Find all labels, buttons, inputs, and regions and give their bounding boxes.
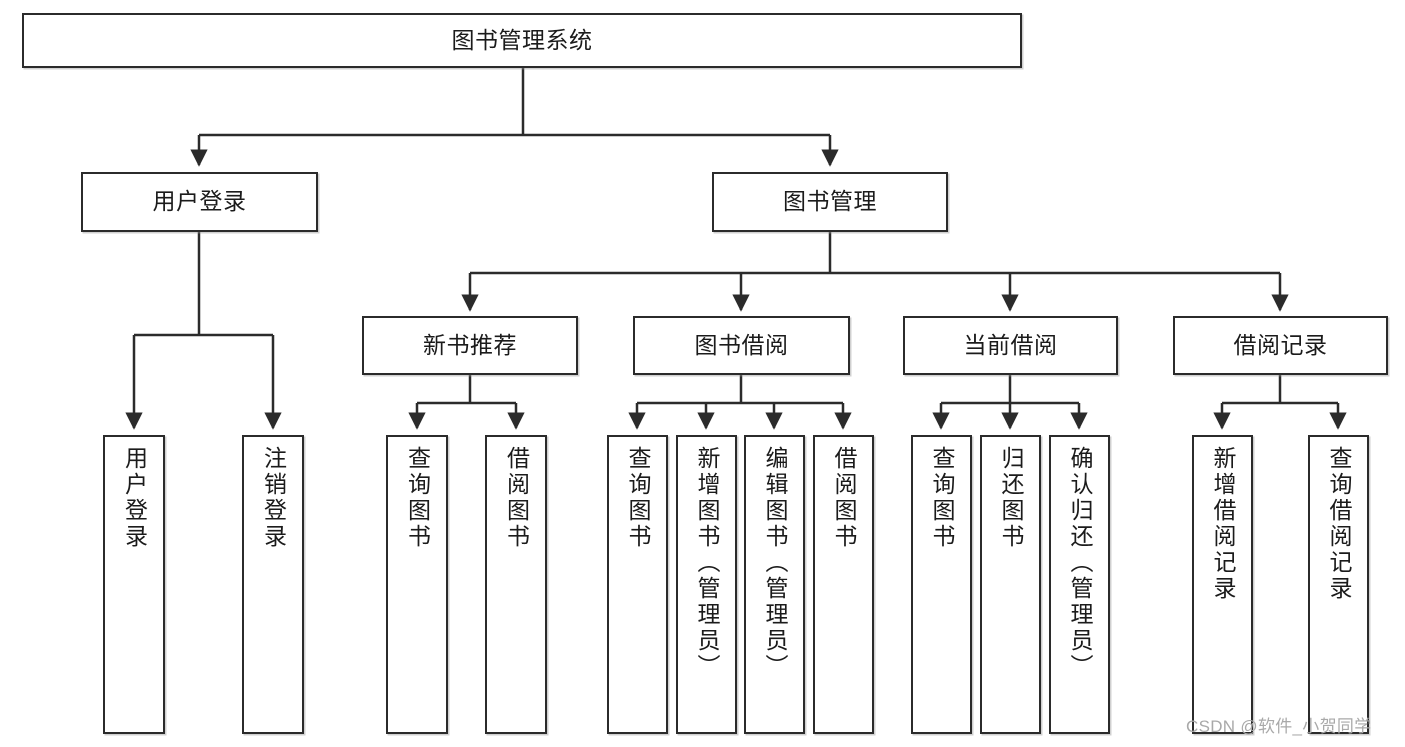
leaf-query-book-current[interactable]: 查询图书 [911,435,972,734]
node-label: 用户登录 [121,446,148,550]
node-root-system[interactable]: 图书管理系统 [22,13,1022,68]
node-label: 新增借阅记录 [1210,446,1236,602]
node-label: 借阅记录 [1233,331,1328,358]
node-label: 借阅图书 [831,446,857,550]
node-new-book-recommend[interactable]: 新书推荐 [362,316,578,375]
node-user-login[interactable]: 用户登录 [81,172,318,232]
node-label: 用户登录 [152,188,247,215]
node-current-borrow[interactable]: 当前借阅 [903,316,1118,375]
node-label: 归还图书 [998,446,1024,550]
node-label: 查询借阅记录 [1326,446,1352,602]
csdn-watermark: CSDN @软件_小贺同学 [1186,717,1372,736]
node-label: 注销登录 [260,446,287,550]
node-label: 查询图书 [929,446,955,550]
leaf-query-borrow-record[interactable]: 查询借阅记录 [1308,435,1369,734]
node-label: 新书推荐 [423,331,517,358]
leaf-borrow-book[interactable]: 借阅图书 [813,435,874,734]
node-borrow-record[interactable]: 借阅记录 [1173,316,1388,375]
leaf-logout[interactable]: 注销登录 [242,435,304,734]
leaf-confirm-return-admin[interactable]: 确认归还（管理员） [1049,435,1110,734]
leaf-edit-book-admin[interactable]: 编辑图书（管理员） [744,435,805,734]
node-label: 新增图书（管理员） [694,446,720,680]
leaf-add-book-admin[interactable]: 新增图书（管理员） [676,435,737,734]
node-label: 编辑图书（管理员） [762,446,788,680]
node-label: 确认归还（管理员） [1067,446,1093,680]
node-label: 图书管理系统 [451,26,593,53]
node-book-management[interactable]: 图书管理 [712,172,948,232]
leaf-return-book[interactable]: 归还图书 [980,435,1041,734]
leaf-query-book-borrow[interactable]: 查询图书 [607,435,668,734]
node-label: 图书管理 [783,188,877,215]
node-label: 查询图书 [404,446,431,550]
leaf-add-borrow-record[interactable]: 新增借阅记录 [1192,435,1253,734]
node-book-borrow[interactable]: 图书借阅 [633,316,850,375]
node-label: 查询图书 [625,446,651,550]
leaf-user-login[interactable]: 用户登录 [103,435,165,734]
leaf-borrow-book-recommend[interactable]: 借阅图书 [485,435,547,734]
node-label: 图书借阅 [694,331,789,358]
leaf-query-book-recommend[interactable]: 查询图书 [386,435,448,734]
node-label: 借阅图书 [503,446,530,550]
node-label: 当前借阅 [963,331,1058,358]
